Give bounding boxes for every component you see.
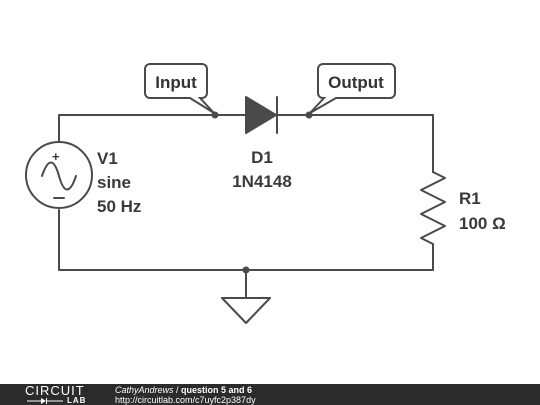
- source-frequency-label: 50 Hz: [97, 197, 141, 216]
- diode-triangle: [245, 96, 277, 134]
- circuitlab-logo[interactable]: CIRCUIT LAB: [3, 384, 95, 405]
- credit-separator: /: [173, 385, 182, 395]
- diode-d1[interactable]: [245, 96, 278, 134]
- net-label-output[interactable]: Output: [309, 63, 396, 114]
- plus-sign: +: [52, 149, 60, 164]
- junction-ground: [242, 266, 250, 274]
- resistor-r1[interactable]: [420, 171, 446, 245]
- ground-icon: [221, 297, 271, 324]
- resistor-value-label: 100 Ω: [459, 214, 506, 233]
- input-tag-text: Input: [155, 73, 197, 92]
- output-tag-text: Output: [328, 73, 384, 92]
- resistor-zigzag: [420, 171, 446, 245]
- source-ref-label: V1: [97, 149, 118, 168]
- logo-wordmark: CIRCUIT: [25, 384, 85, 398]
- output-tag-bubble: [309, 63, 396, 114]
- voltage-source-v1[interactable]: +: [25, 141, 93, 209]
- diode-part-label: 1N4148: [232, 172, 292, 191]
- sine-wave-icon: [41, 161, 77, 191]
- source-circle: [25, 141, 93, 209]
- circuit-url-link[interactable]: http://circuitlab.com/c7uyfc2p387dy: [115, 395, 256, 405]
- resistor-ref-label: R1: [459, 189, 481, 208]
- wire-top-left: [58, 114, 247, 142]
- schematic-canvas: + V1 sine 50 Hz D1 1N4148 R1 100 Ω Input…: [25, 63, 506, 324]
- wires: [58, 114, 434, 299]
- net-label-input[interactable]: Input: [144, 63, 215, 114]
- circuit-title[interactable]: question 5 and 6: [181, 385, 253, 395]
- footer-credit: CathyAndrews / question 5 and 6: [115, 385, 252, 395]
- wire-bottom: [58, 209, 434, 271]
- logo-subtext: LAB: [67, 396, 87, 405]
- diode-ref-label: D1: [251, 148, 273, 167]
- source-type-label: sine: [97, 173, 131, 192]
- input-tag-bubble: [144, 63, 215, 114]
- footer-bar: CIRCUIT LAB CathyAndrews / question 5 an…: [0, 384, 540, 405]
- author-link[interactable]: CathyAndrews: [115, 385, 174, 395]
- logo-diode-icon: [27, 398, 63, 404]
